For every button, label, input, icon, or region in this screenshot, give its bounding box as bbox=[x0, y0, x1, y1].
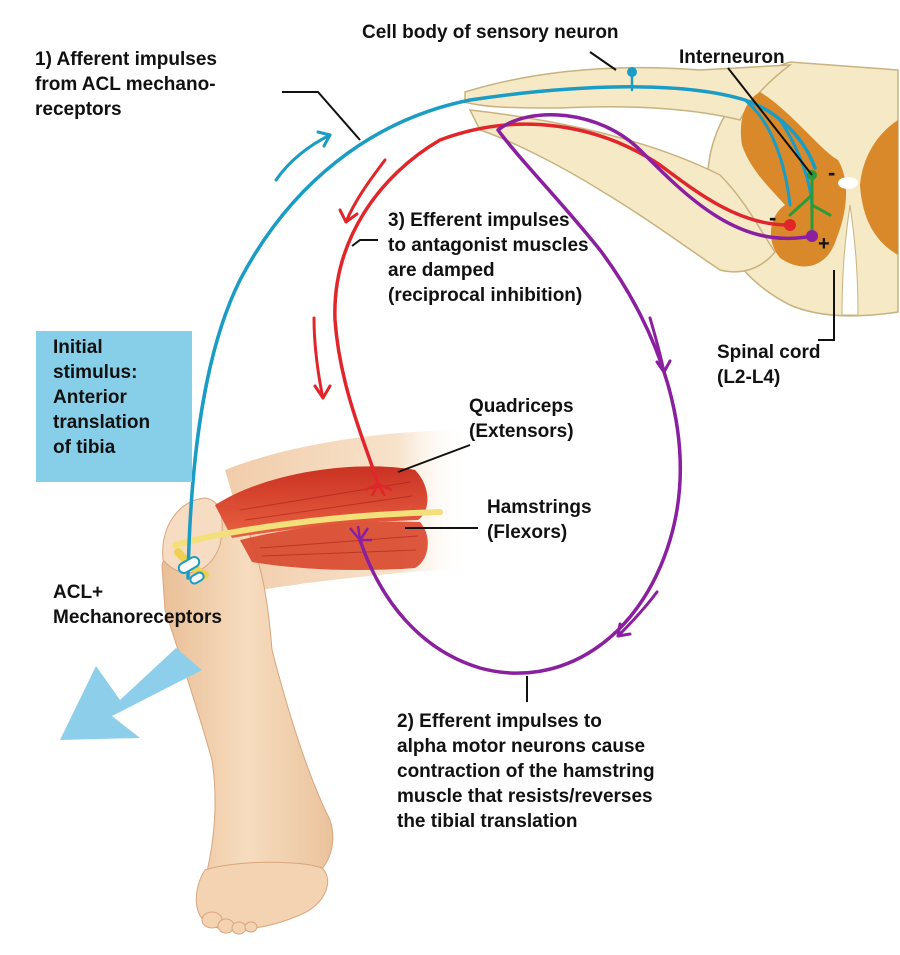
spinal-cord-gray-matter-right bbox=[860, 120, 898, 255]
inhibited-direction-arrow-bottom bbox=[312, 316, 332, 400]
direction-arrows bbox=[274, 130, 672, 638]
hamstrings-nerve-ending bbox=[349, 525, 372, 542]
sensory-cell-body bbox=[627, 67, 637, 77]
afferent-impulses-label: 1) Afferent impulses from ACL mechano- r… bbox=[35, 49, 217, 120]
initial-stimulus-box: Initial stimulus: Anterior translation o… bbox=[36, 331, 192, 482]
hamstrings-label: Hamstrings (Flexors) bbox=[487, 497, 592, 543]
interneuron-label: Interneuron bbox=[679, 47, 785, 68]
interneuron-leader bbox=[727, 67, 813, 176]
sign-minus-top: - bbox=[828, 160, 836, 185]
ventral-fissure bbox=[841, 204, 859, 316]
quadriceps-nerve-ending bbox=[364, 482, 393, 497]
efferent-antagonist-label: 3) Efferent impulses to antagonist muscl… bbox=[388, 210, 589, 306]
efferent-alpha-label: 2) Efferent impulses to alpha motor neur… bbox=[397, 711, 655, 832]
mechanoreceptor bbox=[177, 556, 205, 585]
sign-minus-left: - bbox=[769, 205, 777, 230]
ventral-root bbox=[468, 109, 776, 273]
spinal-cord bbox=[464, 61, 899, 317]
central-canal bbox=[838, 177, 858, 189]
dorsal-root bbox=[464, 64, 793, 121]
toes bbox=[201, 911, 258, 935]
quadriceps-label: Quadriceps (Extensors) bbox=[469, 396, 574, 442]
spinal-cord-label: Spinal cord (L2-L4) bbox=[717, 342, 821, 388]
tendon bbox=[172, 509, 443, 548]
leg bbox=[161, 430, 470, 935]
afferent-branch-inhibitory bbox=[743, 98, 792, 207]
inhibited-direction-arrow-top bbox=[338, 158, 387, 224]
excitatory-efferent-nerve bbox=[358, 113, 814, 675]
interneuron bbox=[788, 173, 832, 242]
stimulus-arrow bbox=[60, 648, 202, 740]
quadriceps-leader bbox=[397, 444, 471, 473]
afferent-direction-arrow bbox=[274, 130, 332, 182]
spinal-cord-gray-matter bbox=[740, 92, 847, 267]
excitatory-direction-arrow-right bbox=[648, 316, 672, 374]
hamstrings-muscle bbox=[240, 521, 428, 570]
quadriceps-muscle bbox=[215, 466, 428, 538]
cell-body-label: Cell body of sensory neuron bbox=[362, 22, 619, 43]
afferent-leader bbox=[282, 91, 361, 141]
excitatory-direction-arrow-bottom bbox=[616, 590, 659, 638]
spinal-cord-leader bbox=[818, 270, 835, 341]
inhibited-efferent-nerve bbox=[333, 122, 790, 486]
initial-stimulus-label: Initial stimulus: Anterior translation o… bbox=[53, 337, 151, 458]
sign-plus: + bbox=[818, 233, 830, 255]
cell-body-leader bbox=[589, 51, 617, 71]
excitatory-motor-neuron-body bbox=[806, 230, 818, 242]
acl-mechanoreceptors-label: ACL+ Mechanoreceptors bbox=[53, 582, 222, 628]
leader-lines bbox=[282, 51, 835, 702]
inhibited-motor-neuron-body bbox=[784, 219, 796, 231]
efferent-antagonist-leader bbox=[351, 239, 378, 247]
foot bbox=[195, 861, 329, 931]
